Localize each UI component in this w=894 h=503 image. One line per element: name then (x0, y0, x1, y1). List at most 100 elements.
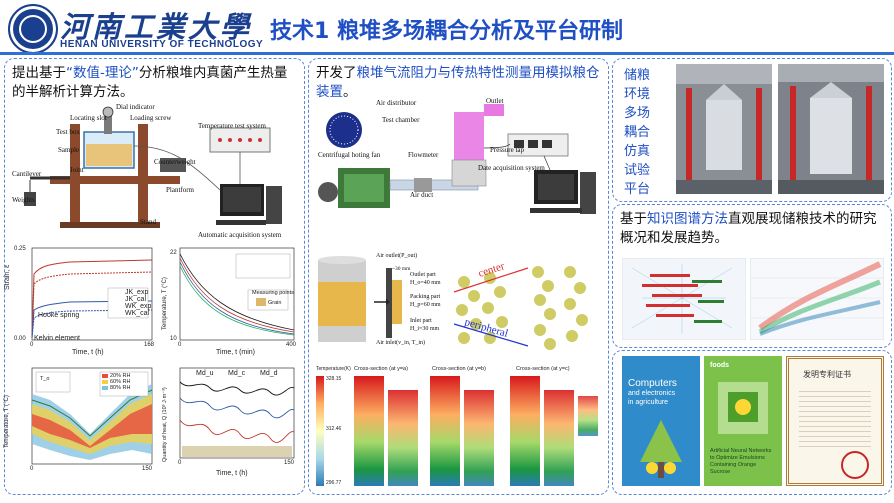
label-counterweight: Counterweight (154, 158, 196, 166)
chart-heat-legend-2: Md_d (260, 370, 278, 377)
chart-strain-ytick-5: 0.25 (14, 246, 26, 252)
label-cantilever: Cantilever (12, 170, 42, 178)
knowledge-graph-right (750, 258, 884, 340)
vlabel-2: 多场 (624, 106, 651, 121)
platform-vertical-label: 储粮 环境 多场 耦合 仿真 试验 平台 (624, 66, 650, 199)
label-outlet: Outlet (486, 97, 504, 105)
university-name-cn: 河南工業大學 (60, 10, 253, 44)
temperature-contour-plots (314, 366, 604, 490)
chart-strain-annot-hooke: Hooke spring (38, 312, 80, 319)
chart-strain-legend-1: JK_cal (125, 296, 147, 303)
contour-legend-title: Temperature(K) (316, 366, 351, 372)
vlabel-0: 储粮 (624, 68, 651, 83)
platform-photo-left (676, 64, 772, 194)
journal-2-brand: foods (710, 362, 730, 369)
chart-heat-legend-0: Md_u (196, 370, 214, 377)
label-air-outlet: Air outlet(P_out) (376, 253, 418, 259)
chart-temperature-xtick-0: 0 (178, 342, 182, 348)
chart-strain-legend-3: WK_cal (125, 310, 150, 317)
label-temperature-system: Temperature test system (198, 122, 266, 130)
journal-cover-1: Computers and electronics in agriculture (622, 356, 700, 486)
journal-cover-2: foods Artificial Neural Networks to Opti… (704, 356, 782, 486)
chart-temperature-ytick-0: 10 (170, 336, 177, 342)
label-packing-height: H_p=60 mm (410, 302, 441, 308)
label-dial-indicator: Dial indicator (116, 103, 155, 111)
label-air-distributor: Air distributor (376, 99, 417, 107)
platform-photo-right (778, 64, 884, 194)
chart-temperature-ylabel: Temperature, T (°C) (162, 277, 168, 330)
chart-strain-ylabel: Strain, ε (4, 264, 11, 290)
panel-left-text: 提出基于“数值-理论”分析粮堆内真菌产生热量的半解析计算方法。 (12, 64, 297, 102)
label-acquisition-system: Automatic acquisition system (198, 231, 282, 239)
patent-certificate: 发明专利证书 (786, 356, 884, 486)
panel-middle-text-pre: 开发了 (316, 65, 357, 81)
contour-caption-a: Cross-section (at y=a) (354, 366, 408, 372)
panel-right-text-pre: 基于 (620, 211, 647, 227)
chart-heat-xlabel: Time, t (h) (216, 470, 248, 477)
patent-certificate-text-block (799, 387, 871, 447)
label-inlet-part: Inlet part (410, 318, 432, 324)
contour-caption-b: Cross-section (at y=b) (432, 366, 486, 372)
panel-middle-text: 开发了粮堆气流阻力与传热特性测量用模拟粮仓装置。 (316, 64, 601, 102)
chart-rh-ylabel: Temperature, T (°C) (4, 395, 10, 448)
chart-strain-legend-2: WK_exp (125, 303, 152, 310)
chart-strain-xtick-7: 168 (144, 342, 155, 348)
label-data-acquisition: Date acquisition system (478, 164, 545, 172)
chart-temperature-xtick-4: 400 (286, 342, 297, 348)
university-name-en: HENAN UNIVERSITY OF TECHNOLOGY (60, 39, 264, 50)
chart-rh-legend-1: 20% RH (110, 373, 131, 379)
chart-temperature-xlabel: Time, t (min) (216, 349, 256, 356)
journal-1-line-0: Computers (628, 378, 677, 389)
vlabel-3: 耦合 (624, 125, 651, 140)
journal-2-graphic (718, 382, 768, 434)
journal-1-line-1: and electronics (628, 390, 676, 397)
panel-right-highlight: 知识图谱方法 (647, 211, 728, 227)
chart-strain-ytick-0: 0.00 (14, 336, 26, 342)
grain-column-section (314, 252, 604, 362)
chart-temperature-annot-measuring: Measuring points (252, 290, 294, 296)
chart-temperature-rh (10, 364, 156, 478)
label-locating-slot: Locating slot (70, 114, 107, 122)
label-packing-part: Packing part (410, 294, 441, 300)
vlabel-5: 试验 (624, 163, 651, 178)
label-flowmeter: Flowmeter (408, 151, 439, 159)
chart-strain-xtick-0: 0 (30, 342, 34, 348)
panel-right-text-post: 直观展现储粮技术的研究概况和发展趋势。 (620, 211, 877, 246)
chart-heat-ylabel: Quantity of heat, Q (10³ J·m⁻³) (162, 387, 168, 462)
chart-rh-legend-0: T_o (40, 376, 50, 382)
chart-rh-legend-2: 60% RH (110, 379, 131, 385)
chart-heat-legend-1: Md_c (228, 370, 246, 377)
header-separator (0, 52, 894, 55)
vlabel-6: 平台 (624, 182, 651, 197)
label-centrifugal-fan: Centrifugal hoting fan (318, 151, 381, 159)
label-h30: ~30 mm (392, 266, 411, 272)
label-outlet-part: Outlet part (410, 272, 436, 278)
contour-caption-c: Cross-section (at y=c) (516, 366, 570, 372)
vlabel-4: 仿真 (624, 144, 651, 159)
simulated-silo-device-diagram (314, 98, 604, 248)
chart-strain-annot-kelvin: Kelvin element (34, 335, 80, 342)
contour-scale-mid: 312.46 (326, 426, 342, 432)
label-pressure-tap: Pressure tap (490, 146, 525, 154)
university-seal-logo (8, 4, 58, 54)
chart-heat-xtick-5: 150 (284, 460, 295, 466)
panel-middle-highlight: 粮堆气流阻力与传热特性测量用模拟粮仓装置 (316, 65, 600, 100)
creep-apparatus-diagram (10, 102, 300, 240)
contour-scale-bottom: 296.77 (326, 480, 342, 486)
label-weights: Weights (12, 196, 35, 204)
knowledge-graph-left (622, 258, 746, 340)
chart-quantity-heat (160, 364, 298, 478)
label-test-chamber: Test chamber (382, 116, 420, 124)
chart-strain-xlabel: Time, t (h) (72, 349, 104, 356)
panel-right-text: 基于知识图谱方法直观展现储粮技术的研究概况和发展趋势。 (620, 210, 886, 248)
chart-temperature-ytick-6: 22 (170, 250, 177, 256)
contour-scale-top: 328.15 (326, 376, 342, 382)
label-joint: Joint (70, 166, 84, 174)
journal-1-tree-icon (640, 420, 682, 478)
panel-left-highlight: “数值-理论” (66, 65, 139, 81)
patent-certificate-seal (841, 451, 869, 479)
label-inlet-height: H_i=30 mm (410, 326, 440, 332)
chart-temperature (160, 244, 298, 356)
label-loading-screw: Loading screw (130, 114, 172, 122)
page-title: 技术1 粮堆多场耦合分析及平台研制 (270, 19, 623, 44)
